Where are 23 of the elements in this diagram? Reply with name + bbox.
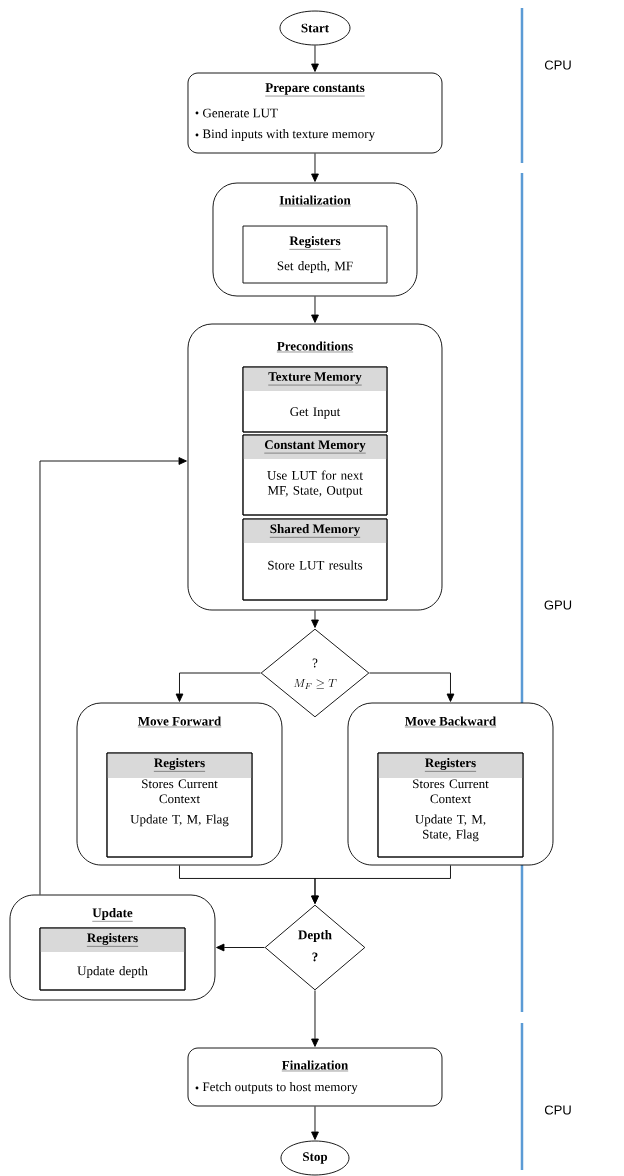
- register-panel: Registers Update depth: [39, 927, 186, 991]
- arrow: [311, 1106, 319, 1140]
- arrow: [311, 296, 319, 323]
- arrow: [311, 153, 319, 182]
- arrow: [39, 457, 187, 895]
- register-panel: Constant Memory Use LUT for next MF, State, Output: [242, 434, 388, 516]
- arrow: [311, 610, 319, 628]
- arrow: [311, 990, 319, 1047]
- arrow: [311, 865, 451, 904]
- register-panel: Registers Set depth, MF: [242, 225, 388, 284]
- process-box: Prepare constants Generate LUT Bind inputs with texture memory: [187, 72, 443, 154]
- arrow: [311, 45, 319, 72]
- section-label: CPU: [544, 1105, 571, 1115]
- register-panel: Registers Stores Current Context Update T, M, Flag: [106, 752, 253, 858]
- section-label: CPU: [544, 60, 571, 70]
- register-panel: Registers Stores Current Context Update T, M, State, Flag: [377, 752, 524, 858]
- arrow: [369, 672, 455, 702]
- register-panel: Texture Memory Get Input: [242, 366, 388, 433]
- arrow: [216, 943, 265, 952]
- process-box: Finalization Fetch outputs to host memory: [187, 1047, 443, 1107]
- section-label: GPU: [544, 600, 572, 610]
- arrow: [175, 672, 261, 702]
- register-panel: Shared Memory Store LUT results: [242, 518, 388, 601]
